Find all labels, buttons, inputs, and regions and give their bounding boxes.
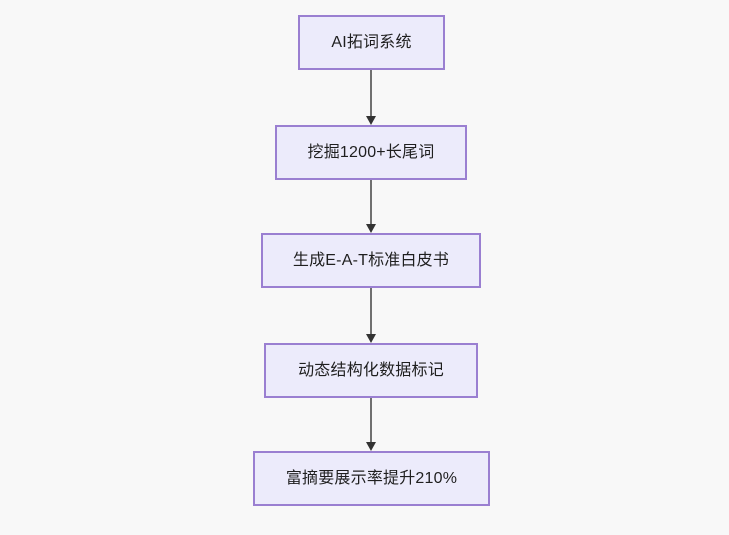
flow-node-ai-keyword-system[interactable]: AI拓词系统 [298,15,445,70]
arrowhead-icon [366,224,376,233]
flow-node-label: 富摘要展示率提升210% [285,469,458,487]
flow-node-label: 生成E-A-T标准白皮书 [292,251,450,269]
edge-n3-n4 [362,288,380,343]
edge-line [370,288,372,335]
flow-node-label: 动态结构化数据标记 [298,361,444,379]
edge-line [370,70,372,117]
flow-node-rich-snippet-result[interactable]: 富摘要展示率提升210% [253,451,490,506]
arrowhead-icon [366,334,376,343]
arrowhead-icon [366,442,376,451]
edge-line [370,180,372,225]
flow-node-longtail-mining[interactable]: 挖掘1200+长尾词 [275,125,467,180]
edge-n2-n3 [362,180,380,233]
flow-node-structured-data-markup[interactable]: 动态结构化数据标记 [264,343,478,398]
flow-node-label: AI拓词系统 [331,33,412,51]
arrowhead-icon [366,116,376,125]
edge-line [370,397,372,443]
flow-node-label: 挖掘1200+长尾词 [307,143,435,161]
flow-node-eat-whitepaper[interactable]: 生成E-A-T标准白皮书 [261,233,481,288]
edge-n4-n5 [362,397,380,451]
edge-n1-n2 [362,70,380,125]
